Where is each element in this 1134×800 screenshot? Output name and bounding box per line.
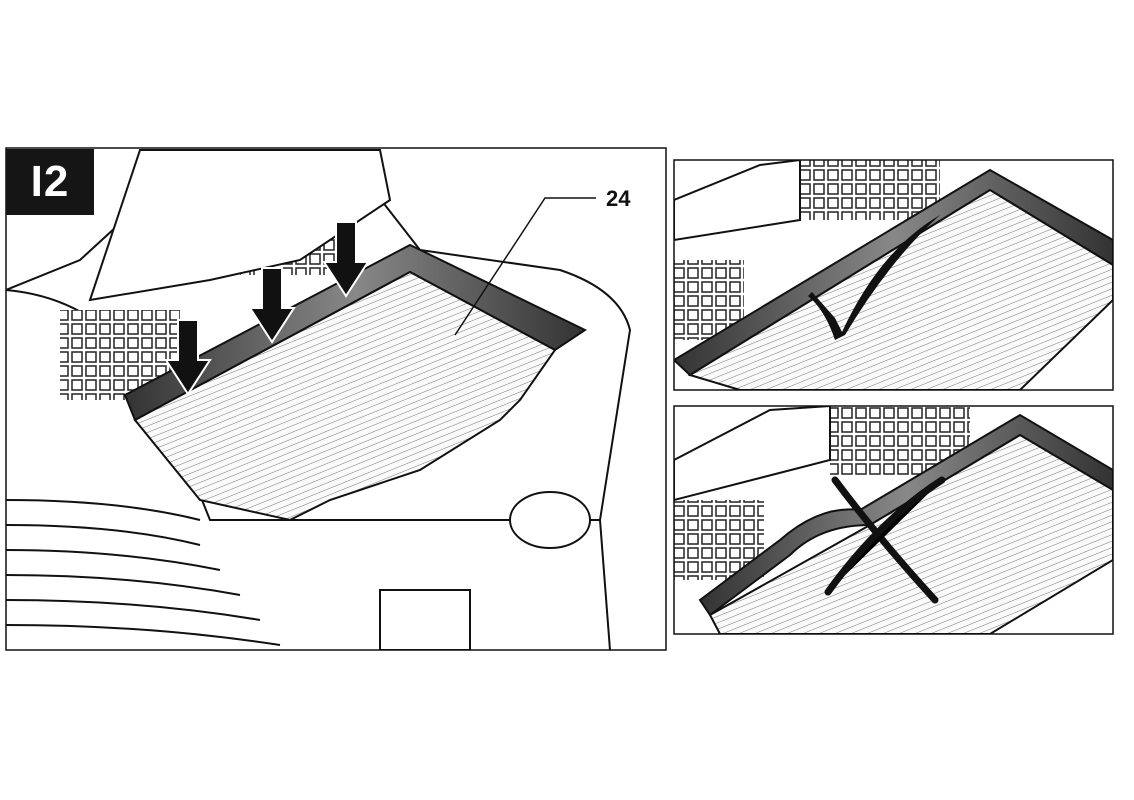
down-arrow-icon xyxy=(322,221,370,298)
arrows xyxy=(164,221,370,396)
check-icon xyxy=(808,215,940,340)
down-arrow-icon xyxy=(248,267,296,344)
incorrect-panel xyxy=(674,406,1113,634)
callout-number: 24 xyxy=(606,186,631,211)
callout-leader xyxy=(454,197,596,336)
cross-icon xyxy=(824,476,946,604)
correct-panel xyxy=(674,160,1113,390)
main-panel xyxy=(6,148,666,650)
figure-label: I2 xyxy=(6,149,94,215)
filter-element xyxy=(133,270,557,522)
down-arrow-icon xyxy=(164,319,212,396)
